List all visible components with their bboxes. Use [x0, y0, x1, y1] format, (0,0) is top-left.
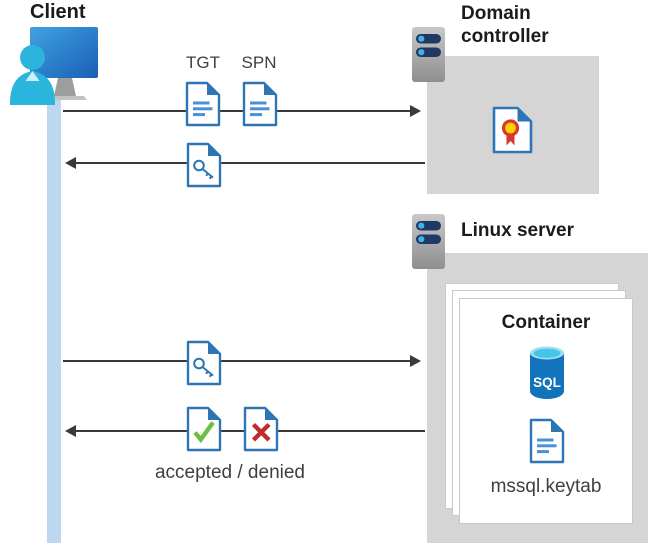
- accepted-document-icon: [186, 406, 222, 452]
- denied-document-icon: [243, 406, 279, 452]
- client-lifeline: [47, 94, 61, 543]
- keytab-document-icon: [529, 418, 565, 464]
- container-label: Container: [501, 312, 591, 333]
- arrow-client-to-linux-line: [63, 360, 412, 362]
- container-card: Container SQL mssql.keytab: [459, 298, 633, 524]
- sql-database-icon: SQL: [530, 346, 564, 399]
- tgt-document-icon: [185, 81, 221, 127]
- client-workstation-icon: [10, 27, 98, 105]
- arrow-client-to-dc-line: [63, 110, 412, 112]
- tgt-label: TGT: [186, 53, 220, 72]
- accepted-denied-label: accepted / denied: [154, 462, 305, 483]
- arrow-dc-to-client-head: [65, 157, 76, 169]
- key-document-icon: [186, 340, 222, 386]
- spn-label: SPN: [241, 53, 277, 72]
- spn-document-icon: [242, 81, 278, 127]
- keytab-label: mssql.keytab: [490, 476, 602, 497]
- server-icon: [412, 27, 445, 82]
- arrow-client-to-linux-head: [410, 355, 421, 367]
- arrow-client-to-dc-head: [410, 105, 421, 117]
- key-document-icon: [186, 142, 222, 188]
- server-icon: [412, 214, 445, 269]
- arrow-dc-to-client-line: [76, 162, 425, 164]
- linux-server-label: Linux server: [461, 220, 574, 241]
- sql-badge-text: SQL: [533, 375, 561, 390]
- arrow-linux-to-client-head: [65, 425, 76, 437]
- domain-controller-label: Domain controller: [461, 3, 549, 47]
- certificate-document-icon: [492, 106, 533, 154]
- client-label: Client: [30, 1, 86, 23]
